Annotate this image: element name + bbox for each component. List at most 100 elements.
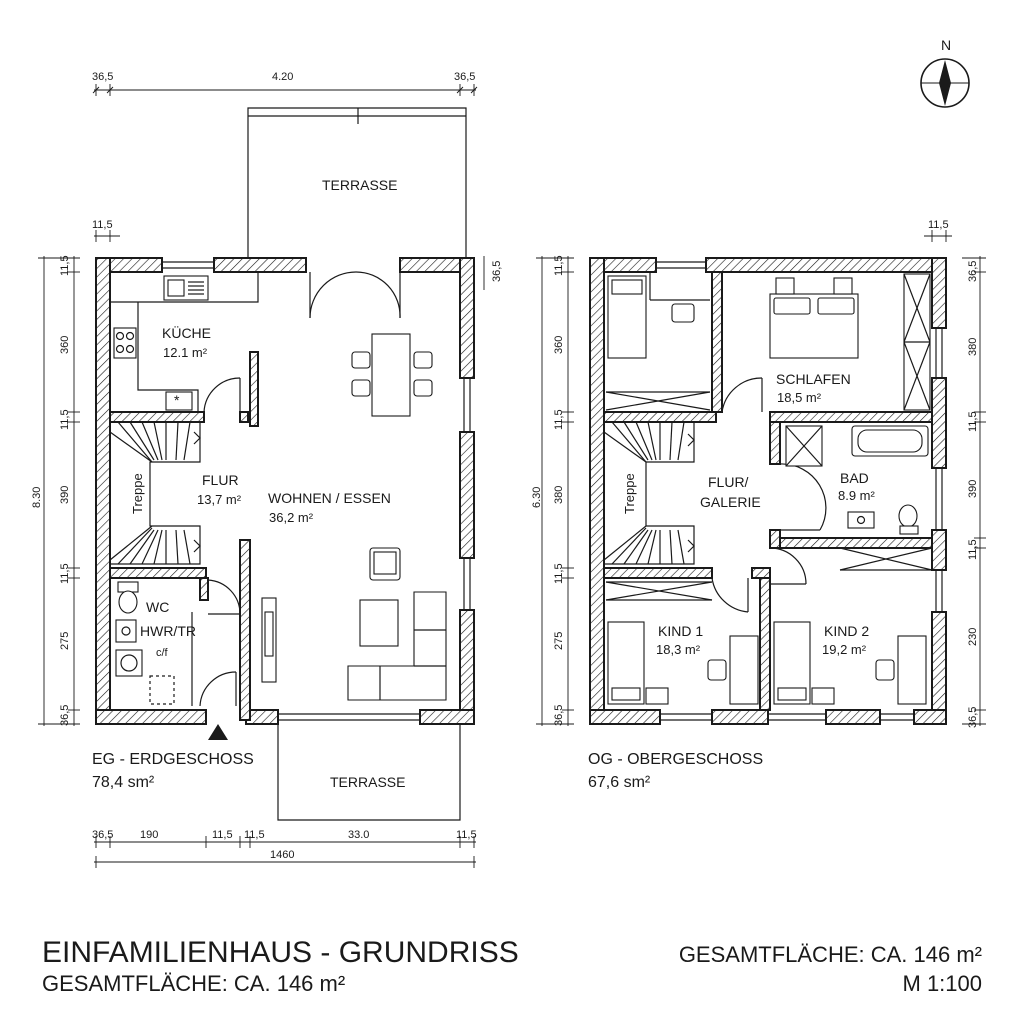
eg-dim-left-6: 36,5 [59, 705, 71, 726]
eg-dim-left-0: 11,5 [59, 255, 71, 276]
og-dim-left-6: 36,5 [553, 705, 565, 726]
eg-dim-bottom-5: 11,5 [456, 829, 477, 841]
room-name-wc: WC [146, 599, 169, 615]
og-dim-left-5: 275 [553, 632, 565, 650]
room-name-flur-og-2: GALERIE [700, 494, 761, 510]
room-area-kind2: 19,2 m² [822, 642, 867, 657]
schlafen-furniture: SCHLAFEN 18,5 m² [769, 273, 931, 411]
eg-dim-left-4: 11,5 [59, 563, 71, 584]
eg-dim-left-total: 8.30 [31, 487, 43, 508]
room-name-hwr: HWR/TR [140, 623, 196, 639]
room-area-schlafen: 18,5 m² [777, 390, 822, 405]
eg-dim-left-3: 390 [59, 486, 71, 504]
eg-dim-bottom-1: 190 [140, 829, 158, 841]
drawing-scale: M 1:100 [903, 971, 983, 996]
eg-dimensions: 36,5 4.20 36,5 11,5 36,5 11,5 360 11,5 3… [31, 71, 503, 868]
eg-dim-bottom-total: 1460 [270, 849, 294, 861]
og-interior-walls [603, 271, 933, 711]
eg-interior-doors [199, 377, 241, 707]
eg-dim-left-top: 11,5 [92, 219, 113, 231]
room-name-bad: BAD [840, 470, 869, 486]
og-dim-left-3: 380 [553, 486, 565, 504]
og-room-topleft-furniture [605, 272, 711, 411]
desk-kind2-icon [897, 635, 927, 705]
room-name-kueche: KÜCHE [162, 324, 211, 341]
terrace-bottom: TERRASSE [277, 724, 461, 821]
og-dim-right-5: 230 [967, 628, 979, 646]
terrace-double-door [309, 271, 401, 319]
og-staircase: Treppe [603, 421, 695, 565]
kitchen-area: * KÜCHE 12.1 m² [110, 272, 259, 412]
kind2-furniture: KIND 2 19,2 m² [773, 547, 933, 705]
room-name-flur-og-1: FLUR/ [708, 474, 749, 490]
eg-dim-left-2: 11,5 [59, 409, 71, 430]
og-floor-area: 67,6 sm² [588, 774, 651, 791]
appliance-icon [165, 391, 193, 411]
kind1-furniture: KIND 1 18,3 m² [605, 581, 759, 705]
og-dim-left-4: 11,5 [553, 563, 565, 584]
upper-floor-plan: SCHLAFEN 18,5 m² BAD 8.9 m² [588, 257, 947, 791]
og-dim-right-2: 11,5 [967, 411, 979, 432]
room-name-schlafen: SCHLAFEN [776, 371, 851, 387]
title-block: EINFAMILIENHAUS - GRUNDRISS GESAMTFLÄCHE… [42, 936, 982, 996]
room-area-wohnen: 36,2 m² [269, 510, 314, 525]
og-dim-left-2: 11,5 [553, 409, 565, 430]
toilet-og-icon [898, 504, 918, 528]
terrace-top-label: TERRASSE [322, 177, 397, 193]
eg-dim-bottom-3: 11,5 [244, 829, 265, 841]
eg-floor-label: EG - ERDGESCHOSS [92, 751, 254, 768]
og-dim-right-4: 11,5 [967, 539, 979, 560]
og-floor-label: OG - OBERGESCHOSS [588, 751, 763, 768]
chair-icon [671, 303, 695, 323]
eg-floor-area: 78,4 sm² [92, 774, 155, 791]
washing-machine-icon [115, 649, 143, 677]
eg-dim-top-0: 36,5 [92, 71, 113, 83]
living-furniture [261, 547, 447, 701]
og-dim-right-1: 380 [967, 338, 979, 356]
room-area-kind1: 18,3 m² [656, 642, 701, 657]
wc-hwr: WC HWR/TR c/f [115, 581, 196, 706]
north-arrow-icon: N [920, 37, 970, 108]
og-stair-label: Treppe [622, 473, 637, 514]
og-outer-walls [589, 257, 947, 725]
drawing-title: EINFAMILIENHAUS - GRUNDRISS [42, 936, 519, 969]
dining-table [351, 333, 433, 417]
og-dim-left-total: 6.30 [531, 487, 543, 508]
room-name-flur-eg: FLUR [202, 472, 239, 488]
washbasin-og-icon [847, 511, 875, 529]
og-dim-left-1: 360 [553, 336, 565, 354]
stove-icon [113, 327, 137, 359]
eg-dim-bottom-2: 11,5 [212, 829, 233, 841]
eg-dim-bottom-4: 33.0 [348, 829, 369, 841]
eg-dim-left-5: 275 [59, 632, 71, 650]
terrace-top: TERRASSE [247, 107, 467, 258]
og-windows [656, 261, 943, 721]
og-dim-right-3: 390 [967, 480, 979, 498]
eg-windows [162, 261, 471, 721]
room-name-kind2: KIND 2 [824, 623, 869, 639]
entrance-arrow-icon [208, 724, 228, 740]
og-dim-left-0: 11,5 [553, 255, 565, 276]
svg-text:*: * [174, 392, 180, 408]
room-name-wohnen: WOHNEN / ESSEN [268, 490, 391, 506]
north-label: N [941, 37, 951, 53]
og-dimensions: 11,5 11,5 360 11,5 380 11,5 275 36,5 6.3… [531, 219, 986, 728]
hwr-note: c/f [156, 647, 169, 659]
eg-dim-left-1: 360 [59, 336, 71, 354]
room-name-kind1: KIND 1 [658, 623, 703, 639]
ground-floor-plan: TERRASSE [92, 107, 475, 821]
eg-outer-walls [95, 257, 475, 725]
room-area-kueche: 12.1 m² [163, 345, 208, 360]
eg-dim-bottom-0: 36,5 [92, 829, 113, 841]
room-area-flur-eg: 13,7 m² [197, 492, 242, 507]
bad-furniture: BAD 8.9 m² [785, 425, 929, 535]
terrace-bottom-label: TERRASSE [330, 774, 405, 790]
og-dim-right-0: 36,5 [967, 261, 979, 282]
eg-dim-right-top: 36,5 [491, 261, 503, 282]
room-area-bad: 8.9 m² [838, 488, 876, 503]
eg-staircase: Treppe [109, 421, 201, 565]
eg-dim-top-1: 4.20 [272, 71, 293, 83]
drawing-subtitle: GESAMTFLÄCHE: CA. 146 m² [42, 971, 345, 996]
og-dim-right-6: 36,5 [967, 707, 979, 728]
coffee-table-icon [359, 599, 399, 647]
